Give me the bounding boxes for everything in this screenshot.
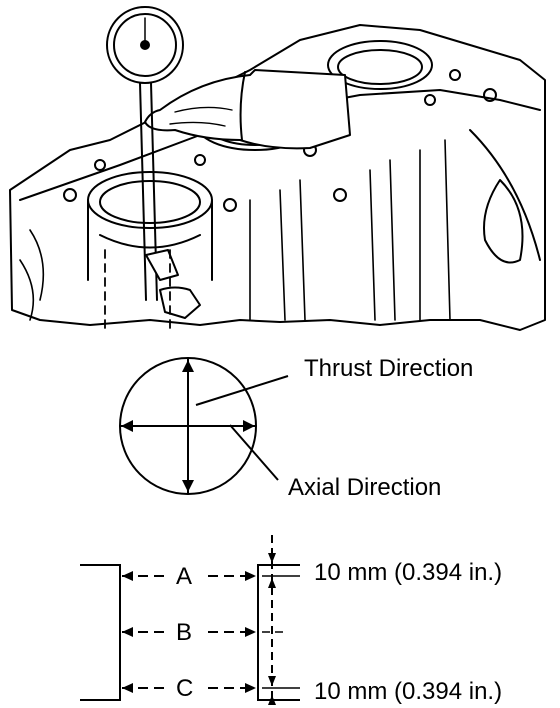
position-a-label: A <box>176 563 193 590</box>
position-b-label: B <box>176 619 193 646</box>
thrust-leader-line <box>195 375 289 406</box>
position-c-label: C <box>176 675 194 702</box>
top-offset-label: 10 mm (0.394 in.) <box>314 559 503 586</box>
gauge-shaft <box>139 82 147 301</box>
bottom-offset-label: 10 mm (0.394 in.) <box>314 678 503 705</box>
axial-direction-label: Axial Direction <box>288 474 442 501</box>
dial-gauge-face <box>113 13 177 77</box>
hand <box>144 69 351 150</box>
thrust-direction-label: Thrust Direction <box>304 355 474 382</box>
cylinder-bore-rear <box>327 40 433 90</box>
right-bore-wall <box>257 564 300 701</box>
axial-leader-line <box>229 424 279 481</box>
left-bore-wall <box>80 564 121 701</box>
